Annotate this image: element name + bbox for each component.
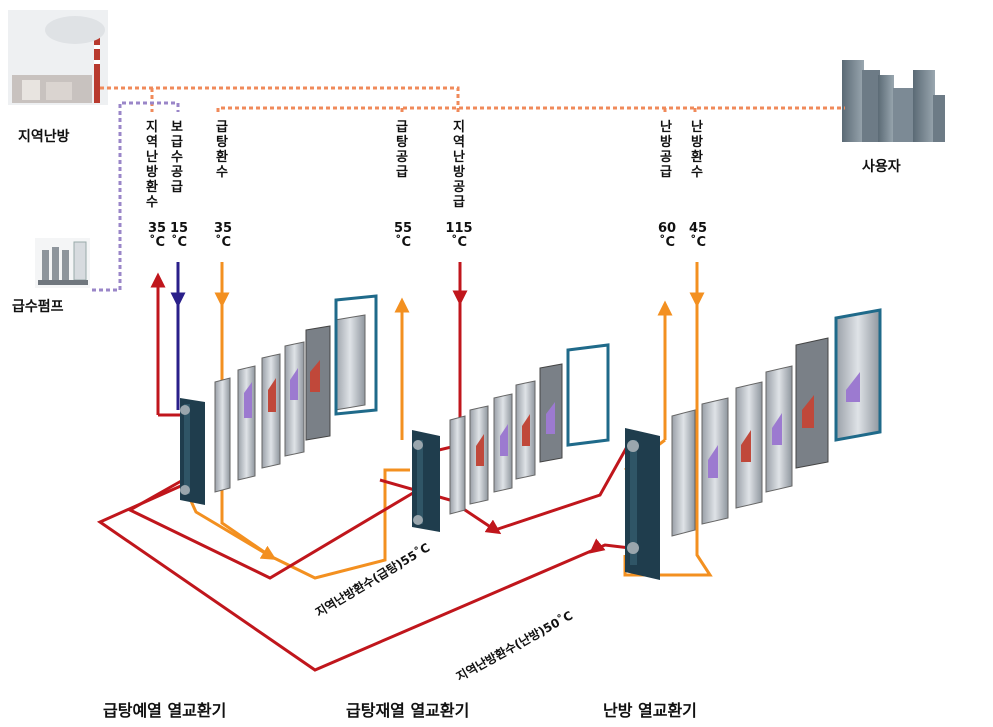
feed-pump-label: 급수펌프 xyxy=(12,299,64,315)
buildings-icon xyxy=(842,60,945,142)
makeup-water-temp: 15˚C xyxy=(169,221,189,250)
reheat-hx-title: 급탕재열 열교환기 xyxy=(346,701,470,720)
dotted-lines xyxy=(92,86,845,292)
pump-icon xyxy=(35,238,90,288)
reheat-plates xyxy=(449,343,610,515)
hw-return-temp: 35˚C xyxy=(213,221,233,250)
hx-reheat xyxy=(412,343,610,532)
hx-preheat xyxy=(180,294,378,505)
heating-return-temp: 45˚C xyxy=(688,221,708,250)
preheat-plates xyxy=(214,294,378,493)
heating-supply-temp: 60˚C xyxy=(657,221,677,250)
district-heating-label: 지역난방 xyxy=(18,129,70,145)
dh-supply-temp: 115˚C xyxy=(445,221,473,250)
hx-heating xyxy=(625,308,882,580)
heating-hx-title: 난방 열교환기 xyxy=(603,701,697,720)
pipes xyxy=(96,262,713,672)
heating-plates xyxy=(671,308,882,537)
dh-return-temp: 35˚C xyxy=(147,221,167,250)
hw-supply-temp: 55˚C xyxy=(393,221,413,250)
power-plant-icon xyxy=(8,10,108,105)
preheat-hx-title: 급탕예열 열교환기 xyxy=(103,701,227,720)
user-label: 사용자 xyxy=(862,159,901,175)
